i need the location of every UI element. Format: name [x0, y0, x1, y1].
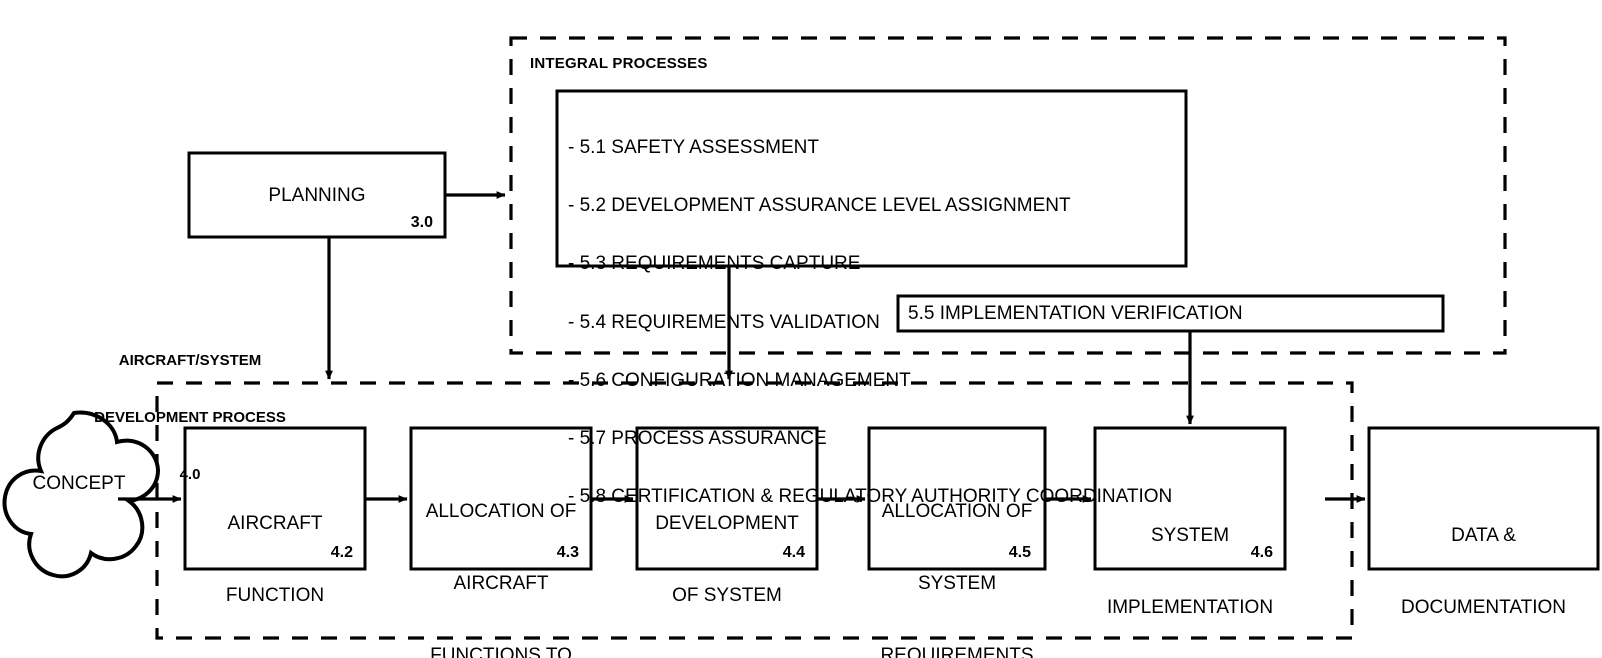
list-item: - 5.2 DEVELOPMENT ASSURANCE LEVEL ASSIGN…	[568, 195, 1071, 217]
list-item: - 5.3 REQUIREMENTS CAPTURE	[568, 253, 861, 275]
process-box-4-2[interactable]	[183, 426, 367, 571]
process-box-4-4-line: DEVELOPMENT	[655, 513, 799, 534]
data-documentation-line: DATA &	[1451, 525, 1516, 546]
process-box-4-4-line: OF SYSTEM	[672, 585, 782, 606]
integral-processes-dashed-frame	[509, 36, 1507, 355]
integral-processes-caption: INTEGRAL PROCESSES	[530, 55, 708, 72]
integral-processes-list: - 5.1 SAFETY ASSESSMENT - 5.2 DEVELOPMEN…	[568, 101, 1178, 544]
planning-number: 3.0	[410, 214, 433, 231]
integral-processes-list-box[interactable]	[555, 89, 1188, 268]
process-box-4-3-line: ALLOCATION OF	[425, 501, 577, 522]
list-item: - 5.6 CONFIGURATION MANAGEMENT	[568, 369, 911, 391]
planning-label: PLANNING	[268, 185, 366, 206]
process-box-4-3-line: FUNCTIONS TO	[430, 645, 572, 658]
process-box-4-5-line: REQUIREMENTS	[880, 645, 1034, 658]
development-process-caption: AIRCRAFT/SYSTEM DEVELOPMENT PROCESS 4.0	[85, 313, 295, 522]
development-process-caption-number: 4.0	[179, 466, 201, 483]
data-documentation-label: DATA & DOCUMENTATION	[1369, 476, 1598, 658]
list-item: - 5.1 SAFETY ASSESSMENT	[568, 137, 819, 158]
process-box-4-5-number: 4.5	[1008, 544, 1031, 561]
list-item: - 5.8 CERTIFICATION & REGULATORY AUTHORI…	[568, 486, 1173, 508]
data-documentation-box[interactable]	[1367, 426, 1600, 571]
process-box-4-5-line: ALLOCATION OF	[881, 501, 1033, 522]
process-box-4-6-line: SYSTEM	[1150, 525, 1230, 546]
development-process-caption-line1: AIRCRAFT/SYSTEM	[118, 352, 262, 369]
list-item: - 5.7 PROCESS ASSURANCE	[568, 428, 827, 450]
process-box-4-2-line: AIRCRAFT	[227, 513, 323, 534]
process-box-4-6-label: SYSTEM IMPLEMENTATION	[1095, 476, 1285, 658]
implementation-verification-box[interactable]	[896, 294, 1445, 333]
process-box-4-6-number: 4.6	[1250, 544, 1273, 561]
implementation-verification-label: 5.5 IMPLEMENTATION VERIFICATION	[908, 303, 1243, 324]
list-item: - 5.4 REQUIREMENTS VALIDATION	[568, 311, 880, 333]
process-box-4-2-number: 4.2	[330, 544, 353, 561]
process-box-4-6[interactable]	[1093, 426, 1287, 571]
process-box-4-4-label: DEVELOPMENT OF SYSTEM ARCHITECTURE	[637, 464, 817, 658]
concept-label: CONCEPT	[32, 473, 126, 494]
process-box-4-6-line: IMPLEMENTATION	[1106, 597, 1274, 618]
process-box-4-2-line: FUNCTION	[225, 585, 325, 606]
process-box-4-3-number: 4.3	[556, 544, 579, 561]
process-box-4-5-label: ALLOCATION OF SYSTEM REQUIREMENTS TO ITE…	[867, 452, 1047, 658]
process-box-4-5-line: SYSTEM	[917, 573, 997, 594]
process-box-4-4[interactable]	[635, 426, 819, 571]
process-box-4-4-number: 4.4	[782, 544, 805, 561]
development-process-caption-line2: DEVELOPMENT PROCESS	[94, 409, 286, 426]
process-box-4-3-label: ALLOCATION OF AIRCRAFT FUNCTIONS TO SYST…	[411, 452, 591, 658]
concept-cloud-shape	[2, 410, 161, 579]
data-documentation-line: DOCUMENTATION	[1400, 597, 1566, 618]
planning-box[interactable]	[187, 151, 447, 239]
process-box-4-3-line: AIRCRAFT	[453, 573, 549, 594]
